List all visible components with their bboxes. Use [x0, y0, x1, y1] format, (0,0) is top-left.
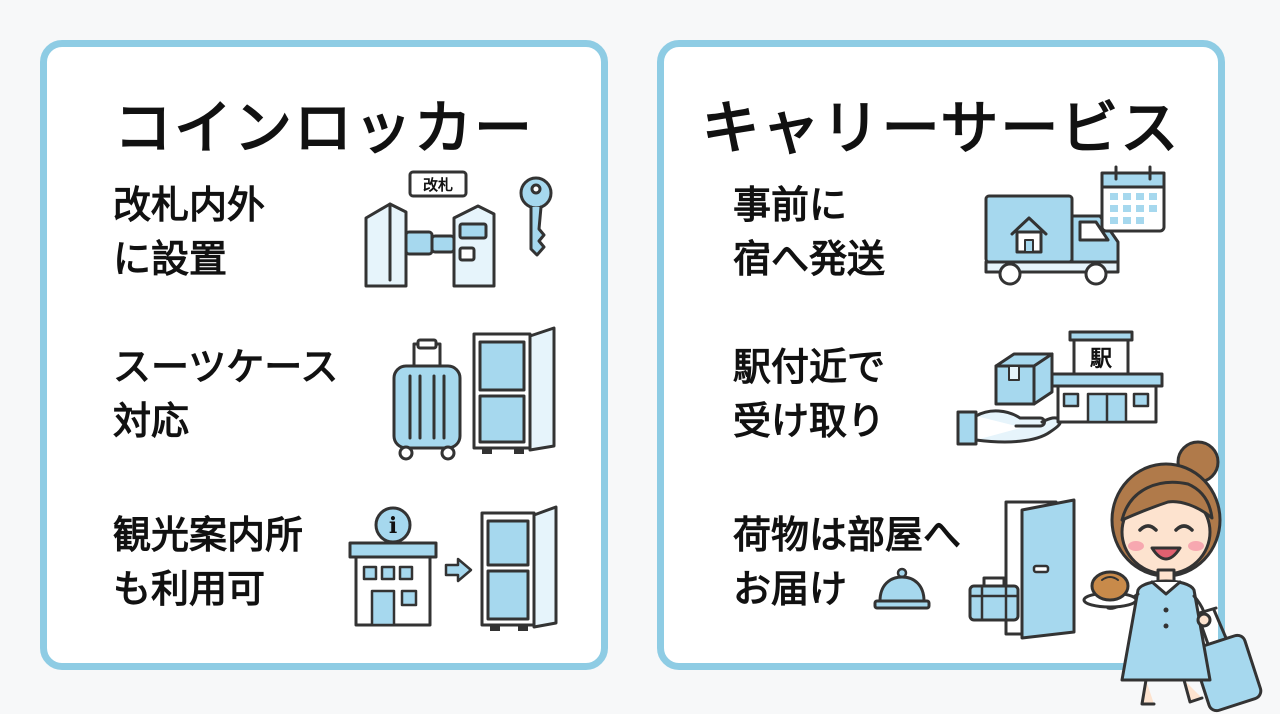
- left-row-1-line1: 改札内外: [113, 183, 266, 227]
- calendar-icon: [1100, 165, 1166, 233]
- left-row-1-text: 改札内外 に設置: [113, 178, 265, 286]
- right-row-2-text: 駅付近で 受け取り: [733, 340, 885, 448]
- station-sign-label: 駅: [1090, 347, 1112, 372]
- suitcase-icon: [392, 338, 462, 461]
- key-icon: [519, 176, 553, 257]
- info-symbol: i: [389, 513, 397, 539]
- right-row-1-line1: 事前に: [733, 183, 848, 227]
- luggage-icon: [968, 576, 1020, 622]
- left-row-2-line1: スーツケース: [113, 345, 339, 389]
- left-row-3-line2: も利用可: [113, 567, 266, 611]
- station-icon: 駅: [1050, 330, 1164, 424]
- right-row-3-line2: お届け: [733, 567, 848, 611]
- left-row-3-text: 観光案内所 も利用可: [113, 508, 303, 616]
- arrow-right-icon: [444, 557, 473, 583]
- carry-service-title: キャリーサービス: [701, 94, 1181, 162]
- left-row-1-line2: に設置: [113, 237, 228, 281]
- info-center-icon: i: [348, 506, 438, 627]
- locker-icon-2: [480, 505, 558, 631]
- left-row-2-text: スーツケース 対応: [113, 340, 338, 448]
- right-row-2-line1: 駅付近で: [733, 345, 886, 389]
- girl-character-icon: [1082, 440, 1263, 713]
- left-row-2-line2: 対応: [113, 399, 190, 443]
- carry-service-panel: キャリーサービス: [657, 40, 1225, 670]
- service-bell-icon: [873, 567, 931, 610]
- right-row-1-text: 事前に 宿へ発送: [733, 178, 885, 286]
- right-row-3-text: 荷物は部屋へ お届け: [733, 508, 961, 616]
- ticket-gate-icon: 改札: [364, 170, 496, 288]
- hand-package-icon: [956, 352, 1062, 446]
- left-row-3-line1: 観光案内所: [113, 513, 304, 557]
- right-row-1-line2: 宿へ発送: [733, 237, 886, 281]
- right-row-3-line1: 荷物は部屋へ: [733, 513, 962, 557]
- gate-sign-label: 改札: [423, 176, 453, 194]
- right-row-2-line2: 受け取り: [733, 399, 886, 443]
- coin-locker-title: コインロッカー: [113, 94, 534, 162]
- locker-icon: [472, 326, 556, 454]
